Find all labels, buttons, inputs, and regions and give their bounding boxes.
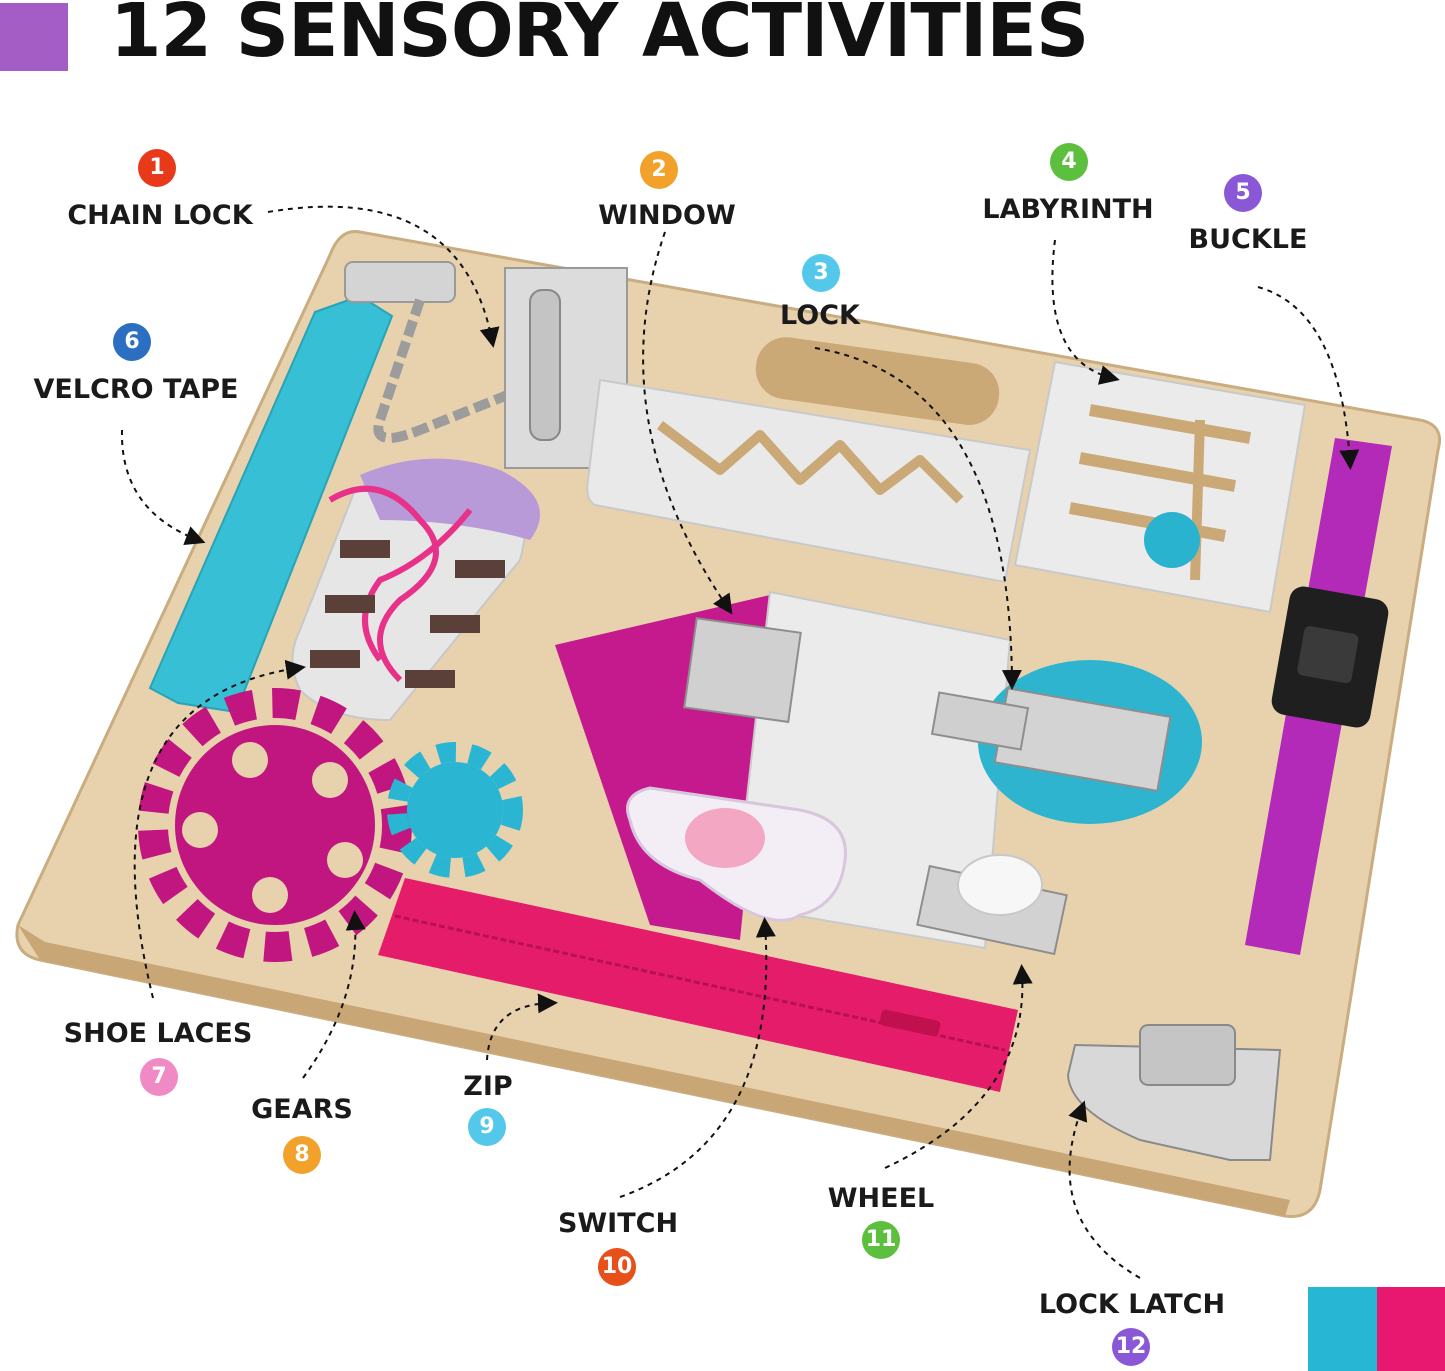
lock-latch	[1066, 1024, 1282, 1161]
arrow-switch	[619, 917, 776, 1198]
arrow-velcro-tape	[120, 429, 206, 546]
activity-label-wheel: WHEEL	[827, 1183, 935, 1214]
number-badge-12: 12	[1112, 1328, 1150, 1366]
arrow-zip	[486, 993, 558, 1061]
activity-label-shoe-laces: SHOE LACES	[63, 1018, 253, 1049]
activity-label-chain-lock: CHAIN LOCK	[67, 200, 253, 231]
activity-label-switch: SWITCH	[557, 1208, 679, 1239]
arrow-window	[642, 231, 733, 615]
page-title: 12 SENSORY ACTIVITIES	[110, 0, 1089, 74]
number-badge-11: 11	[862, 1221, 900, 1259]
activity-label-velcro-tape: VELCRO TAPE	[33, 374, 239, 405]
activity-label-zip: ZIP	[463, 1071, 513, 1102]
number-badge-9: 9	[468, 1108, 506, 1146]
zip	[378, 878, 1018, 1092]
number-badge-5: 5	[1224, 174, 1262, 212]
activity-label-lock: LOCK	[780, 300, 860, 331]
switch	[626, 786, 847, 922]
number-badge-7: 7	[140, 1058, 178, 1096]
labyrinth	[1013, 360, 1307, 614]
arrow-lock-latch	[1068, 1100, 1141, 1279]
arrow-chain-lock	[267, 205, 500, 348]
number-badge-3: 3	[802, 254, 840, 292]
number-badge-4: 4	[1050, 143, 1088, 181]
arrow-shoe-laces	[133, 659, 306, 999]
number-badge-1: 1	[138, 149, 176, 187]
arrow-lock	[814, 347, 1022, 690]
purple-color-block	[0, 3, 68, 71]
arrow-gears	[302, 910, 366, 1079]
maze-panel	[586, 337, 1032, 584]
wheel	[916, 854, 1068, 956]
activity-label-buckle: BUCKLE	[1188, 224, 1308, 255]
lock-bolt	[930, 660, 1202, 824]
board-edge	[18, 925, 1290, 1216]
number-badge-2: 2	[640, 151, 678, 189]
arrow-wheel	[884, 964, 1033, 1169]
activity-label-labyrinth: LABYRINTH	[982, 194, 1154, 225]
activity-label-lock-latch: LOCK LATCH	[1038, 1289, 1226, 1320]
number-badge-10: 10	[598, 1248, 636, 1286]
number-badge-6: 6	[113, 323, 151, 361]
chain-lock	[344, 261, 628, 469]
cyan-color-block	[1308, 1287, 1377, 1371]
activity-label-gears: GEARS	[251, 1094, 353, 1125]
number-badge-8: 8	[283, 1136, 321, 1174]
arrow-buckle	[1257, 286, 1360, 470]
pointer-arrows	[120, 205, 1360, 1279]
activity-label-window: WINDOW	[598, 200, 736, 231]
buckle-strap	[1245, 438, 1392, 955]
gears	[138, 688, 523, 962]
pink-color-block	[1377, 1287, 1445, 1371]
